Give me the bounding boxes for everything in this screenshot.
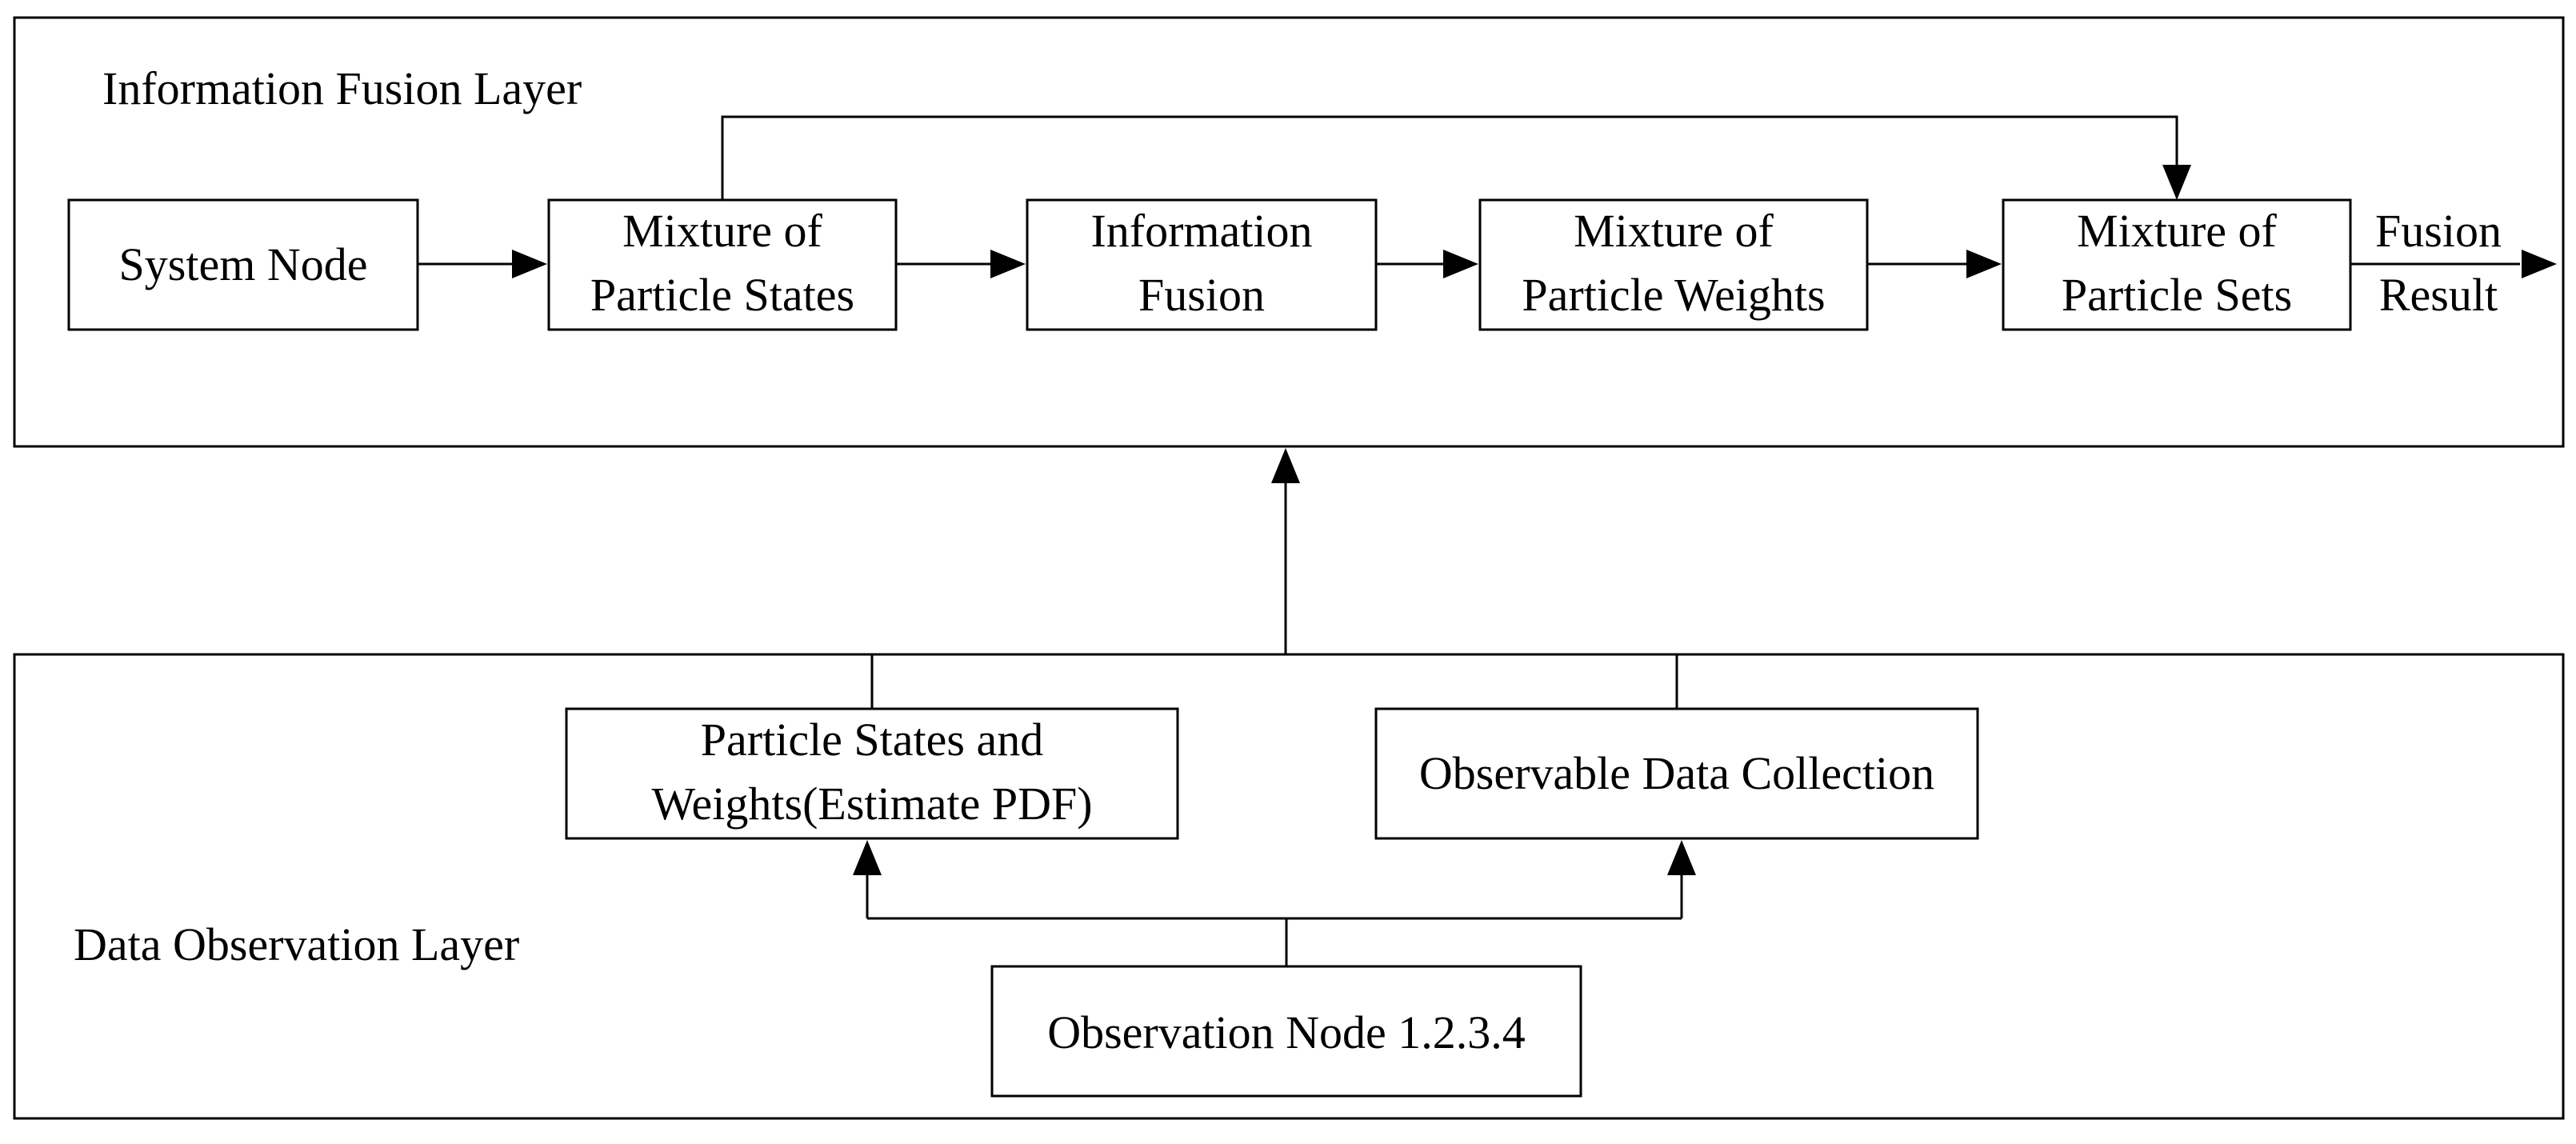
- mixture-particle-weights-label-line2: Particle Weights: [1522, 269, 1825, 321]
- observation-node-box: Observation Node 1.2.3.4: [990, 965, 1582, 1098]
- information-fusion-label-line1: Information: [1090, 205, 1312, 257]
- information-fusion-layer-frame: [13, 16, 2565, 448]
- data-observation-layer-title: Data Observation Layer: [74, 918, 519, 970]
- particle-states-weights-box: Particle States and Weights(Estimate PDF…: [565, 707, 1179, 840]
- arrow-states-to-fusion: [896, 250, 1026, 278]
- particle-states-weights-label-line1: Particle States and: [701, 714, 1043, 766]
- arrow-states-bypass-to-sets: [721, 115, 2191, 200]
- fusion-result-label-line1: Fusion: [2375, 205, 2502, 257]
- arrow-system-to-states: [418, 250, 547, 278]
- mixture-particle-states-box: Mixture of Particle States: [547, 198, 898, 331]
- information-fusion-label-line2: Fusion: [1138, 269, 1265, 321]
- mixture-particle-states-label-line1: Mixture of: [622, 205, 822, 257]
- mixture-particle-states-label-line2: Particle States: [590, 269, 854, 321]
- observable-data-collection-label: Observable Data Collection: [1419, 747, 1934, 799]
- information-fusion-layer-title: Information Fusion Layer: [102, 62, 582, 114]
- information-fusion-layer: Information Fusion Layer System Node Mix…: [13, 16, 2565, 448]
- information-fusion-box: Information Fusion: [1026, 198, 1378, 331]
- system-node-box: System Node: [67, 198, 419, 331]
- arrow-fusion-to-weights: [1376, 250, 1478, 278]
- arrow-observation-fork: [853, 840, 1696, 966]
- observation-node-label: Observation Node 1.2.3.4: [1047, 1006, 1526, 1058]
- mixture-particle-weights-box: Mixture of Particle Weights: [1478, 198, 1869, 331]
- arrow-sets-to-result: [2350, 250, 2557, 278]
- mixture-particle-weights-label-line1: Mixture of: [1574, 205, 1774, 257]
- fusion-result-label-line2: Result: [2379, 269, 2498, 321]
- mixture-particle-sets-label-line1: Mixture of: [2077, 205, 2277, 257]
- arrow-weights-to-sets: [1867, 250, 2002, 278]
- particle-states-weights-label-line2: Weights(Estimate PDF): [651, 778, 1092, 830]
- mixture-particle-sets-box: Mixture of Particle Sets: [2002, 198, 2352, 331]
- arrow-observation-to-fusion-layer: [1271, 448, 1300, 654]
- system-node-label: System Node: [119, 238, 368, 290]
- observable-data-collection-box: Observable Data Collection: [1374, 707, 1979, 840]
- data-observation-layer: Data Observation Layer Particle States a…: [13, 653, 2565, 1120]
- data-observation-layer-frame: [13, 653, 2565, 1120]
- mixture-particle-sets-label-line2: Particle Sets: [2062, 269, 2292, 321]
